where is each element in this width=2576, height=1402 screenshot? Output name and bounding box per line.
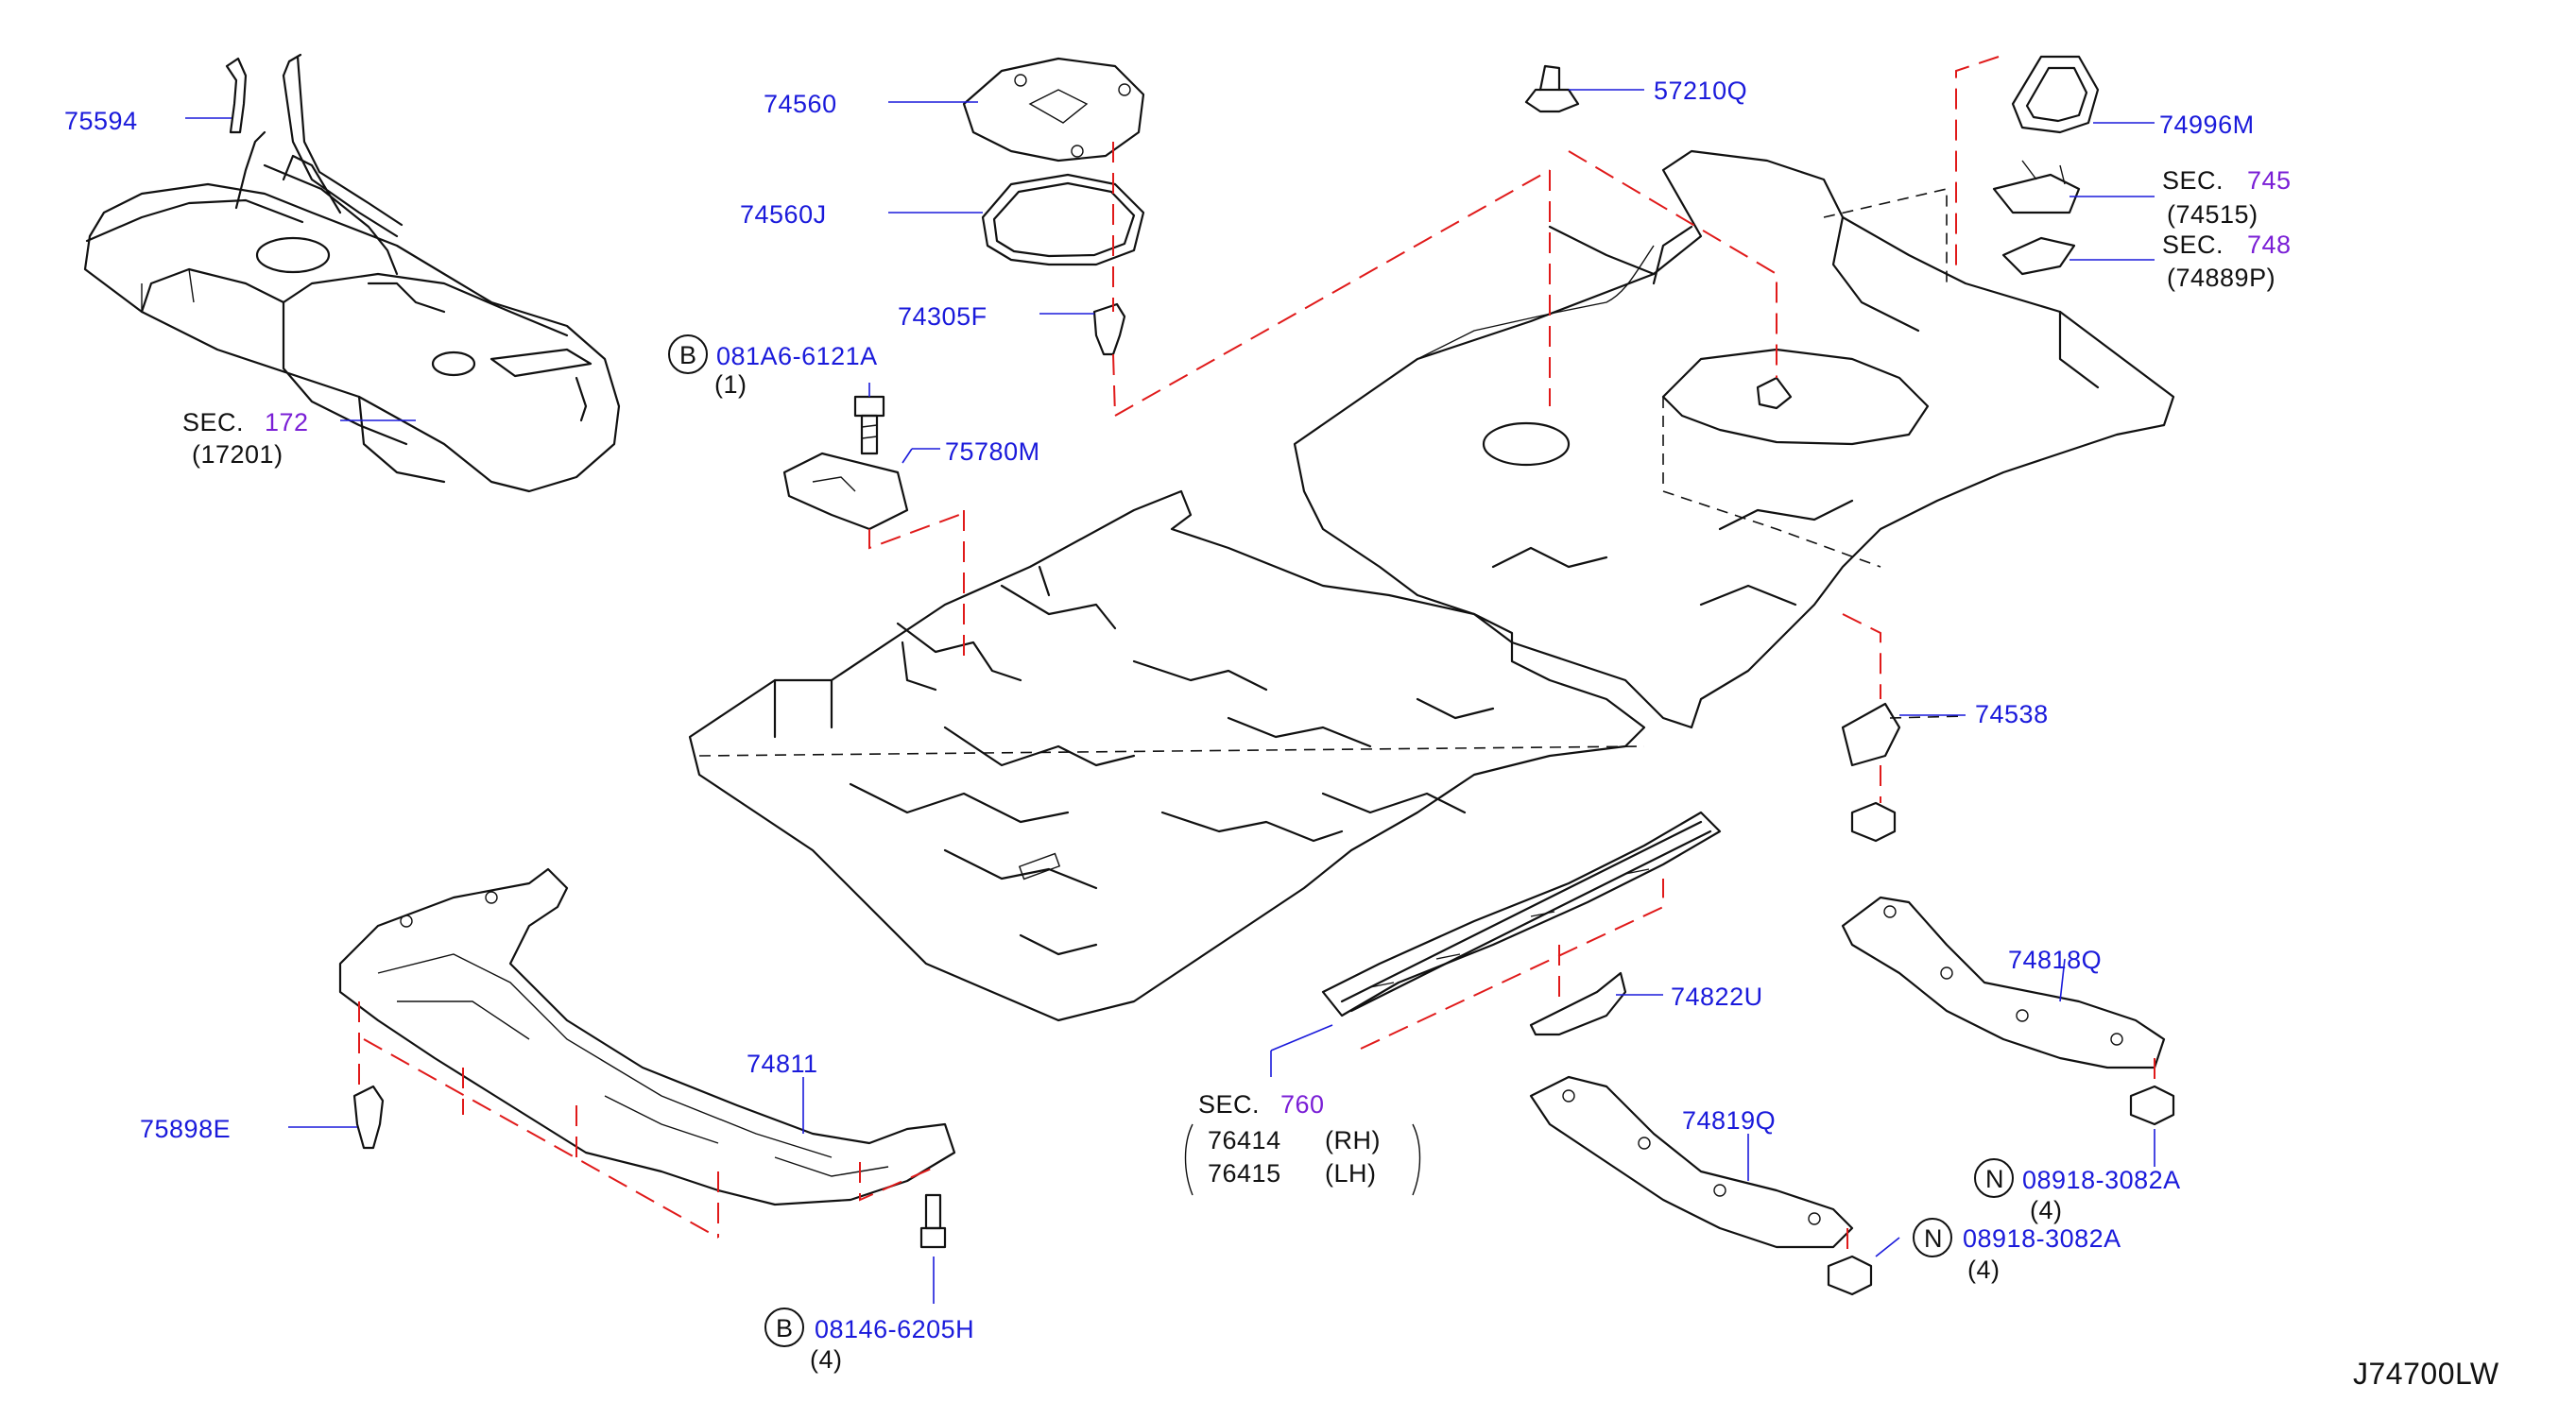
bracket-75594-illustration <box>225 57 248 134</box>
callout-74560[interactable]: 74560 <box>764 90 837 118</box>
diagram-code: J74700LW <box>2353 1357 2499 1391</box>
bolt1-qty: (1) <box>714 370 747 399</box>
nut-08918-3082A-upper <box>2129 1085 2175 1126</box>
bolt2-qty: (4) <box>810 1345 843 1374</box>
callout-74811[interactable]: 74811 <box>747 1050 818 1078</box>
nut2-qty: (4) <box>1967 1256 2001 1284</box>
badge-circle-bolt2 <box>764 1308 804 1347</box>
nut1-badge: N <box>1985 1165 2004 1193</box>
bolt-08146-6205H <box>919 1193 947 1249</box>
callout-74538[interactable]: 74538 <box>1975 700 2049 728</box>
callout-08146-6205H[interactable]: 08146-6205H <box>815 1315 974 1343</box>
floor-panel-rear <box>1293 149 2175 729</box>
seal-74560J <box>981 173 1145 266</box>
callout-081A6-6121A[interactable]: 081A6-6121A <box>716 342 878 370</box>
pad-74889P <box>2001 236 2076 276</box>
sill-reinforcement-76414-76415 <box>1321 811 1722 1017</box>
part-76414: 76414 <box>1208 1126 1281 1154</box>
sec-745-link[interactable]: 745 <box>2247 166 2292 195</box>
bracket-74515 <box>1992 160 2081 214</box>
nut-08918-3082A-lower <box>1827 1255 1873 1296</box>
under-cover-74811 <box>338 867 956 1206</box>
callout-75898E[interactable]: 75898E <box>140 1115 231 1143</box>
bolt1-badge: B <box>679 341 697 369</box>
sec-760-link[interactable]: 760 <box>1280 1090 1325 1119</box>
crossmember-74818Q <box>1841 896 2166 1069</box>
badge-circle-bolt1 <box>668 334 708 374</box>
leader-lines <box>185 89 2155 1304</box>
bolt2-badge: B <box>776 1314 794 1342</box>
sec-760-prefix: SEC. <box>1198 1090 1260 1119</box>
sec-745-prefix: SEC. <box>2162 166 2224 195</box>
callout-74305F[interactable]: 74305F <box>898 302 987 331</box>
bracket-75780M <box>782 452 909 531</box>
callout-74819Q[interactable]: 74819Q <box>1682 1106 1776 1135</box>
nut1-qty: (4) <box>2030 1196 2063 1224</box>
callout-57210Q[interactable]: 57210Q <box>1654 77 1747 105</box>
side-rh: (RH) <box>1325 1126 1381 1154</box>
sec-748-ref: (74889P) <box>2167 264 2275 292</box>
sec-745-ref: (74515) <box>2167 200 2258 229</box>
clip-74305F <box>1092 302 1126 356</box>
badge-circle-nut2 <box>1913 1218 1952 1257</box>
callout-74818Q[interactable]: 74818Q <box>2008 946 2102 974</box>
sec-748-prefix: SEC. <box>2162 231 2224 259</box>
sec-172-prefix: SEC. <box>182 408 244 436</box>
side-lh: (LH) <box>1325 1159 1377 1188</box>
badge-circle-nut1 <box>1974 1158 2014 1198</box>
sec-748-link[interactable]: 748 <box>2247 231 2292 259</box>
bolt-081A6-6121A <box>853 395 885 455</box>
bracket-74996M <box>2011 55 2100 134</box>
clip-75898E <box>352 1085 385 1150</box>
callout-74560J[interactable]: 74560J <box>740 200 827 229</box>
assembly-lines-black <box>698 187 1966 757</box>
nut2-badge: N <box>1924 1224 1943 1253</box>
assembly-lines-red <box>358 56 2155 1257</box>
service-hole-cover-74560 <box>962 57 1145 162</box>
part-76415: 76415 <box>1208 1159 1281 1188</box>
nut-74538 <box>1841 702 1901 843</box>
callout-74822U[interactable]: 74822U <box>1671 983 1763 1011</box>
bracket-74822U <box>1529 971 1627 1036</box>
plug-57210Q <box>1524 64 1580 113</box>
callout-74996M[interactable]: 74996M <box>2159 111 2255 139</box>
callout-75780M[interactable]: 75780M <box>945 437 1040 466</box>
crossmember-74819Q <box>1529 1075 1854 1249</box>
callout-08918-3082A-upper[interactable]: 08918-3082A <box>2022 1166 2181 1194</box>
sec-172-link[interactable]: 172 <box>265 408 309 436</box>
rh-lh-bracket <box>1184 1123 1421 1196</box>
fuel-tank-illustration <box>83 53 621 493</box>
callout-75594[interactable]: 75594 <box>64 107 138 135</box>
sec-172-ref: (17201) <box>192 440 283 469</box>
callout-08918-3082A-lower[interactable]: 08918-3082A <box>1963 1224 2121 1253</box>
